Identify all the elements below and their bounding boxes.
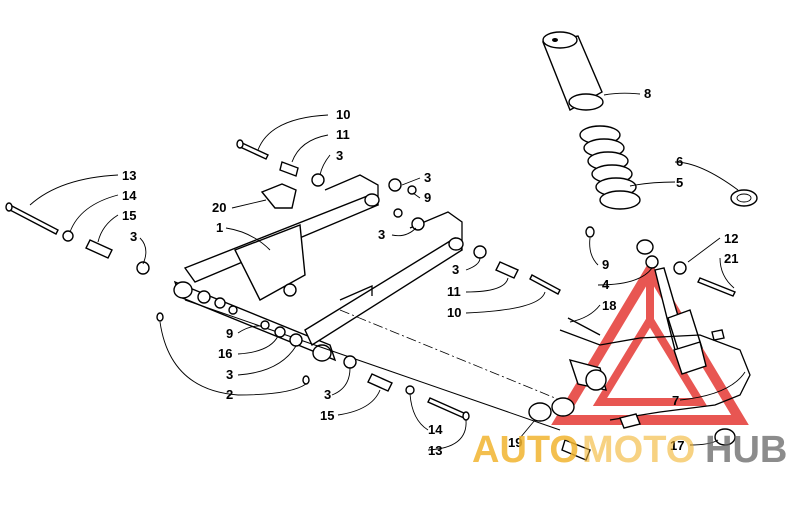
callout-11-upper: 11 <box>336 127 350 142</box>
callout-16: 16 <box>218 346 232 361</box>
lower-left-hardware <box>156 290 310 385</box>
callout-4: 4 <box>602 277 610 292</box>
callout-9-upper-right: 9 <box>424 190 431 205</box>
watermark-moto: MOTO <box>582 429 695 471</box>
leader-lines <box>29 92 746 451</box>
watermark-auto: AUTO <box>472 429 579 471</box>
callout-labels: 10 11 3 13 14 15 3 20 1 3 9 3 3 11 10 9 … <box>122 86 738 458</box>
coil-spring <box>579 125 641 210</box>
left-bolt-group <box>5 202 150 275</box>
callout-13-bottom: 13 <box>428 443 442 458</box>
shock-absorber <box>585 226 736 375</box>
callout-2: 2 <box>226 387 233 402</box>
callout-14-bottom: 14 <box>428 422 443 437</box>
pad-bracket <box>260 183 297 209</box>
hose-clamps <box>528 397 736 461</box>
callout-15-bottom: 15 <box>320 408 334 423</box>
callout-3-left: 3 <box>130 229 137 244</box>
watermark-logo-triangle <box>551 260 749 425</box>
callout-10-right: 10 <box>447 305 461 320</box>
callout-11-right: 11 <box>447 284 461 299</box>
callout-7: 7 <box>672 393 679 408</box>
callout-1: 1 <box>216 220 223 235</box>
spring-retainer-hole <box>736 193 752 203</box>
callout-17: 17 <box>670 438 684 453</box>
callout-3-right-mid: 3 <box>452 262 459 277</box>
spring-retainer <box>730 189 758 207</box>
callout-18: 18 <box>602 298 616 313</box>
callout-3-upper-right: 3 <box>424 170 431 185</box>
callout-20: 20 <box>212 200 226 215</box>
watermark-text: AUTO MOTO HUB <box>472 429 787 471</box>
callout-3-upper: 3 <box>336 148 343 163</box>
shock-boot <box>542 31 604 112</box>
callout-5: 5 <box>676 175 683 190</box>
callout-6: 6 <box>676 154 683 169</box>
callout-3-lower: 3 <box>226 367 233 382</box>
shock-reservoir <box>559 317 751 421</box>
callout-3-bottom: 3 <box>324 387 331 402</box>
callout-9-shock: 9 <box>602 257 609 272</box>
lower-tube-line <box>184 299 561 431</box>
callout-12: 12 <box>724 231 738 246</box>
callout-3-mid: 3 <box>378 227 385 242</box>
callout-9-lower: 9 <box>226 326 233 341</box>
axis-line <box>339 309 561 401</box>
callout-15-left: 15 <box>122 208 136 223</box>
upper-bolt-group <box>236 139 325 187</box>
callout-8: 8 <box>644 86 651 101</box>
callout-21: 21 <box>724 251 738 266</box>
callout-19: 19 <box>508 435 522 450</box>
callout-13-left: 13 <box>122 168 136 183</box>
callout-14-left: 14 <box>122 188 137 203</box>
right-mid-hardware <box>473 245 561 295</box>
watermark-hub: HUB <box>705 429 787 471</box>
swing-arm-frame <box>173 174 464 362</box>
callout-10-upper: 10 <box>336 107 350 122</box>
lower-bolt-group <box>343 355 470 421</box>
upper-right-hardware <box>388 178 425 231</box>
